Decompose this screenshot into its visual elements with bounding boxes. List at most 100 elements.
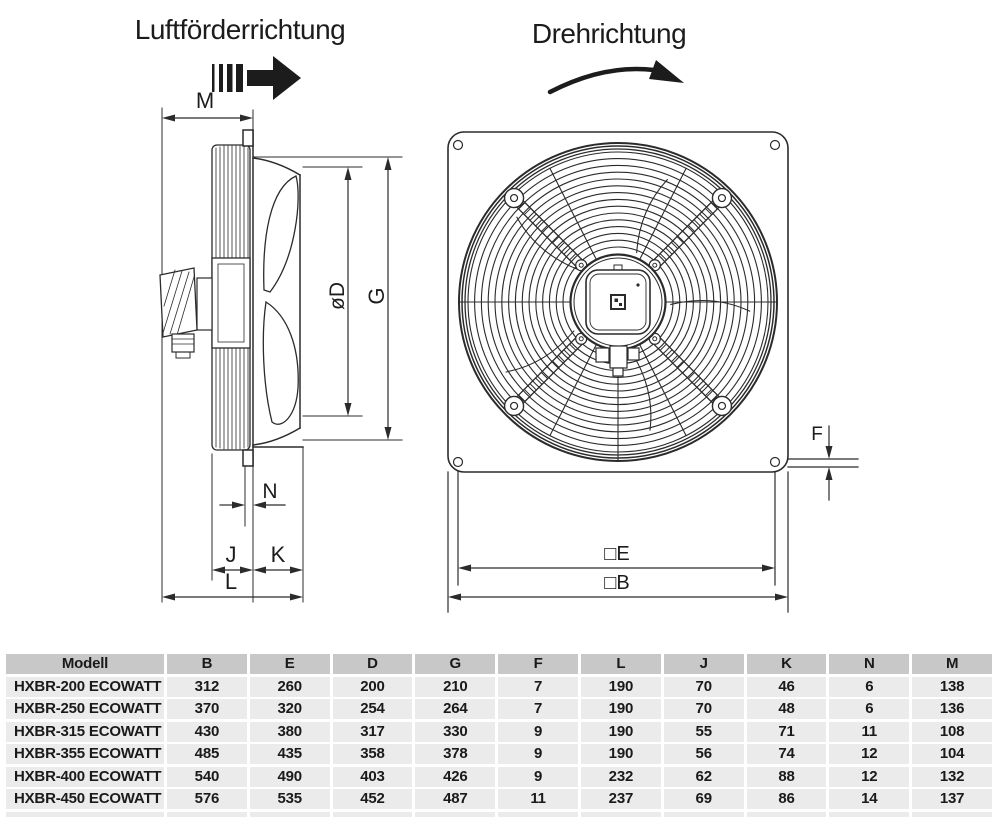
column-header: J [663, 654, 744, 674]
airflow-direction-heading: Luftförderrichtung [134, 14, 346, 45]
dim-label-d: øD [326, 282, 349, 310]
value-cell: 487 [415, 789, 496, 809]
grille-wires [458, 167, 778, 462]
value-cell: 6 [829, 699, 910, 719]
value-cell: 9 [498, 766, 578, 787]
motor-logo [610, 294, 626, 310]
model-cell: HXBR-450 ECOWATT [6, 789, 164, 809]
dim-J: J [212, 542, 253, 574]
terminal-connectors [595, 345, 640, 377]
value-cell: 370 [167, 699, 247, 719]
value-cell: 535 [249, 789, 330, 809]
value-cell: 435 [249, 744, 330, 764]
column-header: K [746, 654, 827, 674]
column-header: L [581, 654, 661, 674]
dim-E: □E [457, 471, 776, 586]
value-cell: 132 [912, 766, 992, 787]
dim-label-j: J [226, 542, 237, 567]
value-cell: 200 [332, 676, 413, 697]
value-cell: 48 [746, 699, 827, 719]
column-header: G [415, 654, 496, 674]
value-cell: 485 [167, 744, 247, 764]
dim-label-g: G [364, 287, 389, 304]
dim-M: M [162, 88, 253, 122]
motor-hub-front [569, 253, 667, 377]
dim-D: øD [326, 167, 352, 416]
value-cell: 14 [829, 789, 910, 809]
dim-label-m: M [196, 88, 214, 113]
value-cell: 11 [829, 721, 910, 742]
model-cell: HXBR-315 ECOWATT [6, 721, 164, 742]
value-cell: 190 [581, 699, 661, 719]
value-cell: 70 [663, 699, 744, 719]
value-cell: 11 [498, 789, 578, 809]
dim-B: □B [447, 471, 789, 613]
mounting-holes [452, 139, 781, 468]
value-cell: 380 [249, 721, 330, 742]
value-cell: 190 [581, 676, 661, 697]
column-header: Modell [6, 654, 164, 674]
model-cell: HXBR-400 ECOWATT [6, 766, 164, 787]
value-cell: 88 [746, 766, 827, 787]
dim-label-b: □B [604, 572, 629, 594]
model-cell: HXBR-355 ECOWATT [6, 744, 164, 764]
clipped-row-cell [332, 811, 413, 817]
value-cell: 55 [663, 721, 744, 742]
clipped-row-cell [249, 811, 330, 817]
column-header: E [249, 654, 330, 674]
dim-label-e: □E [604, 543, 629, 565]
value-cell: 237 [581, 789, 661, 809]
dim-K: K [253, 542, 303, 574]
value-cell: 138 [912, 676, 992, 697]
value-cell: 232 [581, 766, 661, 787]
value-cell: 320 [249, 699, 330, 719]
front-view-diagram: F □E □B [447, 131, 859, 613]
terminal-box [159, 267, 198, 359]
column-header: D [332, 654, 413, 674]
value-cell: 576 [167, 789, 247, 809]
rotation-direction-heading: Drehrichtung [531, 18, 687, 49]
motor-hub [196, 257, 251, 349]
dim-label-l: L [225, 569, 237, 594]
dim-label-k: K [271, 542, 286, 567]
clipped-row-cell [912, 811, 992, 817]
clipped-row-cell [746, 811, 827, 817]
value-cell: 190 [581, 721, 661, 742]
fan-blades-side [262, 175, 299, 425]
value-cell: 490 [249, 766, 330, 787]
side-view-diagram: M øD G N J K L [159, 88, 403, 603]
dim-label-f: F [811, 424, 823, 445]
clipped-row-cell [6, 811, 164, 817]
value-cell: 108 [912, 721, 992, 742]
column-header: M [912, 654, 992, 674]
value-cell: 62 [663, 766, 744, 787]
cable-gland [171, 333, 195, 353]
value-cell: 452 [332, 789, 413, 809]
value-cell: 69 [663, 789, 744, 809]
side-extension-lines [161, 107, 403, 603]
dim-label-n: N [262, 480, 277, 503]
value-cell: 12 [829, 744, 910, 764]
clipped-row-cell [167, 811, 247, 817]
value-cell: 74 [746, 744, 827, 764]
value-cell: 7 [498, 699, 578, 719]
value-cell: 136 [912, 699, 992, 719]
value-cell: 71 [746, 721, 827, 742]
value-cell: 330 [415, 721, 496, 742]
value-cell: 9 [498, 744, 578, 764]
column-header: N [829, 654, 910, 674]
value-cell: 190 [581, 744, 661, 764]
clipped-row-cell [498, 811, 578, 817]
clipped-row-cell [415, 811, 496, 817]
value-cell: 210 [415, 676, 496, 697]
value-cell: 264 [415, 699, 496, 719]
value-cell: 137 [912, 789, 992, 809]
column-header: B [167, 654, 247, 674]
airflow-arrow-icon [212, 56, 301, 100]
dimension-table: Modell B E D G F L J K N M HXBR-200 ECOW… [6, 654, 992, 817]
model-cell: HXBR-250 ECOWATT [6, 699, 164, 719]
value-cell: 86 [746, 789, 827, 809]
clipped-row-cell [663, 811, 744, 817]
clipped-row-cell [829, 811, 910, 817]
